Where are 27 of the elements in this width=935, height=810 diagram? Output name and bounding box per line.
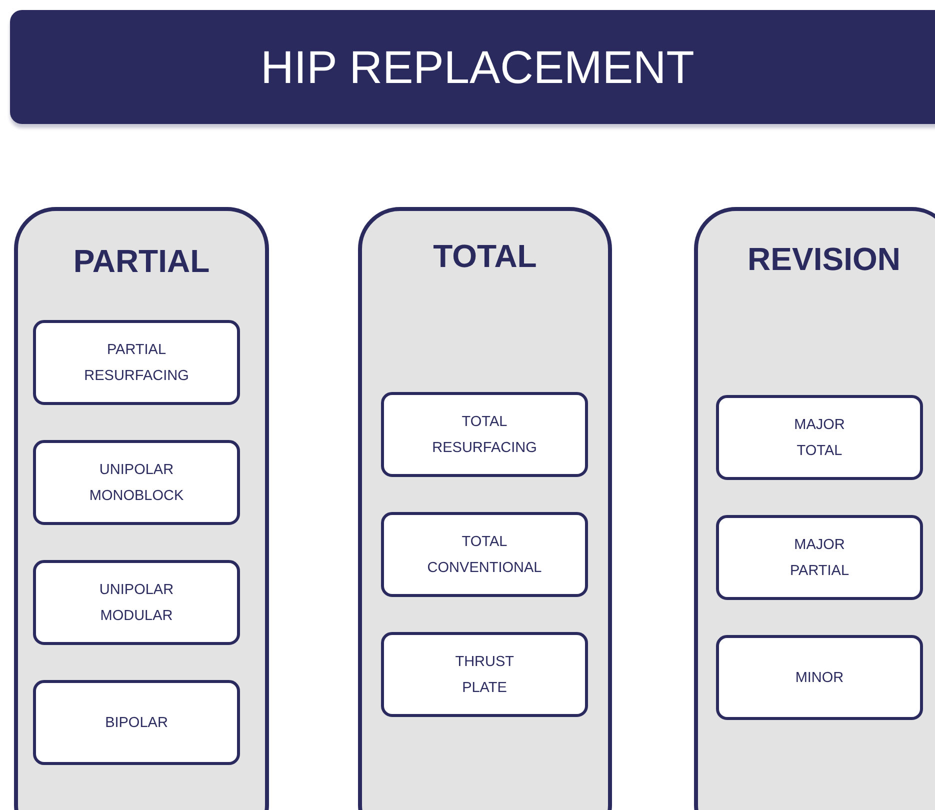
type-label: TOTAL CONVENTIONAL (427, 532, 542, 578)
type-label: PARTIAL RESURFACING (84, 340, 189, 386)
type-label: THRUST PLATE (455, 652, 514, 698)
type-box (381, 512, 588, 597)
title: HIP REPLACEMENT (260, 40, 696, 94)
type-box (381, 632, 588, 717)
type-box (716, 635, 923, 720)
type-label: BIPOLAR (105, 714, 168, 732)
type-box (33, 560, 240, 645)
category-heading: PARTIAL (73, 243, 210, 280)
type-label: MINOR (795, 668, 844, 688)
type-box (381, 392, 588, 477)
type-box (716, 515, 923, 600)
category-heading: TOTAL (433, 238, 537, 275)
type-box (33, 320, 240, 405)
type-label: MAJOR TOTAL (794, 416, 845, 460)
type-label: UNIPOLAR MODULAR (99, 580, 174, 626)
type-label: TOTAL RESURFACING (432, 412, 537, 458)
category-heading: REVISION (748, 241, 900, 278)
type-box (716, 395, 923, 480)
type-label: MAJOR PARTIAL (790, 536, 850, 580)
category-panel (14, 207, 269, 810)
type-box (33, 680, 240, 765)
type-label: UNIPOLAR MONOBLOCK (89, 460, 184, 506)
category-panel (358, 207, 612, 810)
category-panel (694, 207, 935, 810)
type-box (33, 440, 240, 525)
